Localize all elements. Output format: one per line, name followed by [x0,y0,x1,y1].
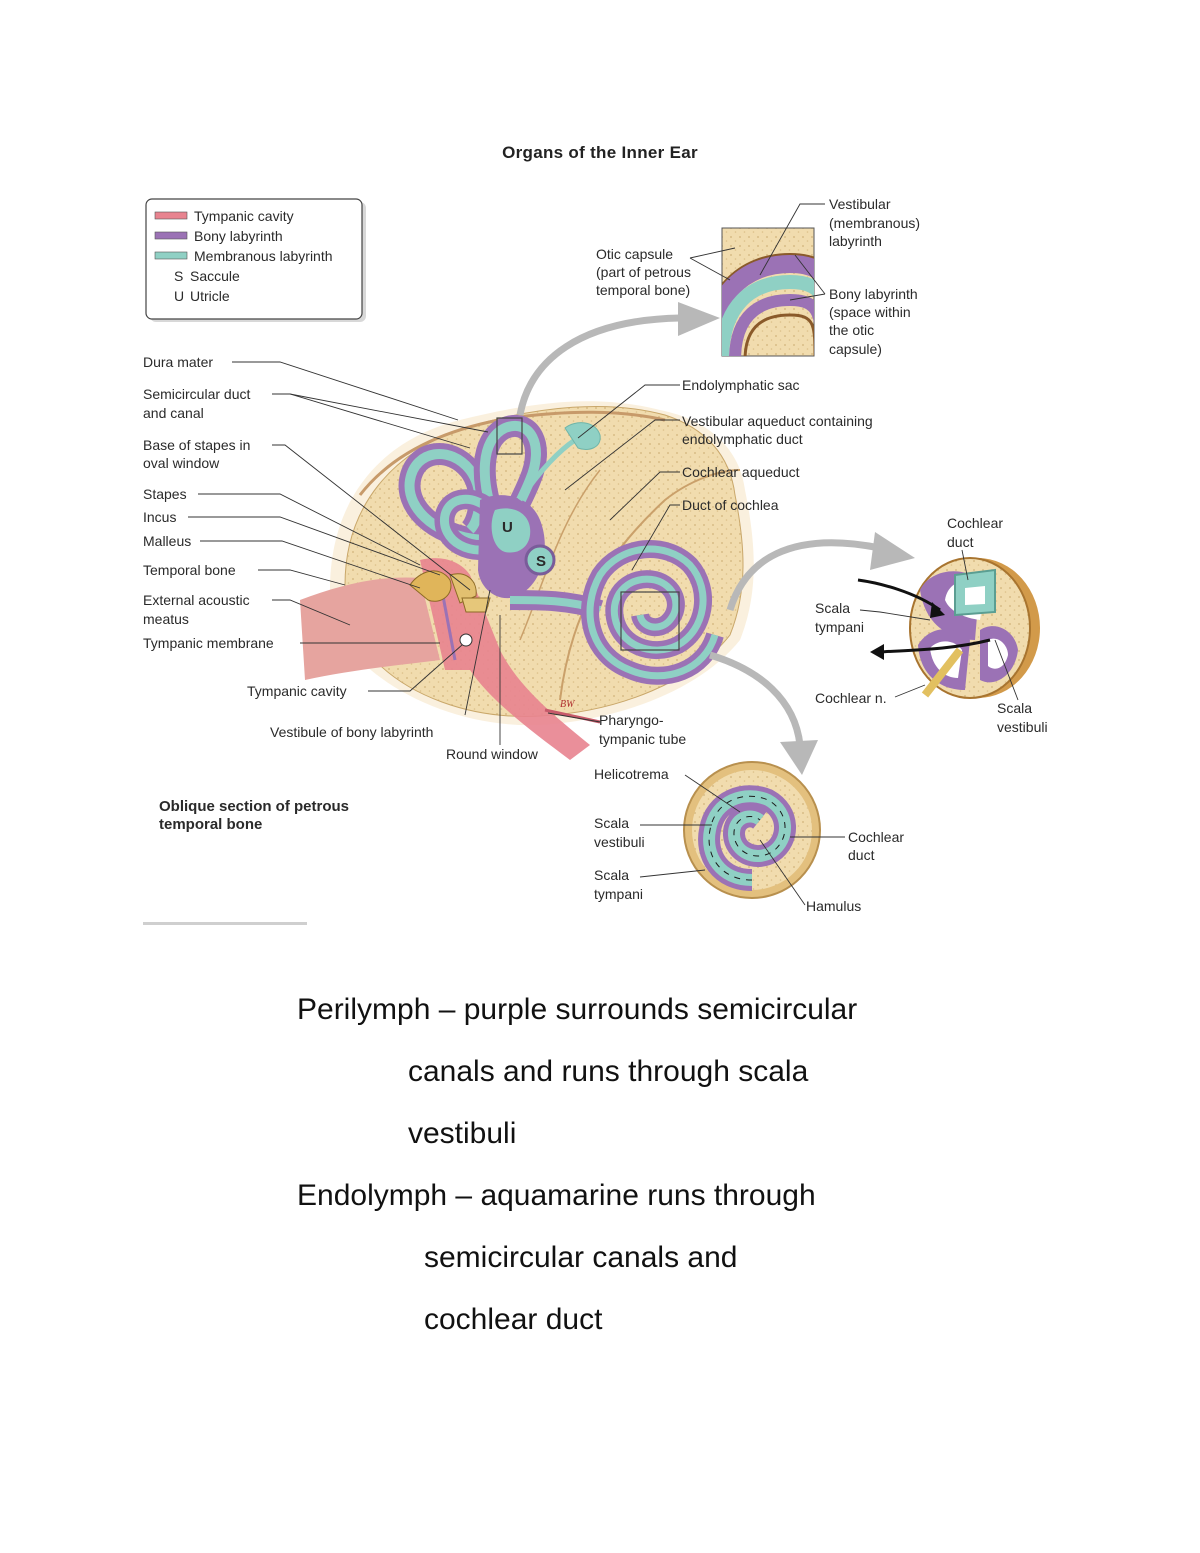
legend-item: Membranous labyrinth [194,248,333,264]
diagram-caption: temporal bone [159,816,262,833]
label-bony-labyrinth: the otic [829,322,874,338]
legend-swatch-bony [154,231,188,240]
label-scala-vestibuli: Scala [997,700,1032,716]
label-temporal-bone: Temporal bone [143,562,236,578]
label-cochlear-duct: duct [947,534,974,550]
label-endolymphatic-sac: Endolymphatic sac [682,377,800,393]
cochlea-spiral-inset [683,761,821,899]
label-bony-labyrinth: Bony labyrinth [829,286,918,302]
label-otic-capsule: Otic capsule [596,246,673,262]
legend: Tympanic cavity Bony labyrinth Membranou… [145,198,366,322]
label-vestibular-labyrinth: (membranous) [829,215,920,231]
label-helicotrema: Helicotrema [594,766,669,782]
label-tympanic-membrane: Tympanic membrane [143,635,274,651]
svg-text:BW: BW [560,699,576,710]
left-labels: Dura mater Semicircular duct and canal B… [143,354,539,762]
callout-arrows [516,302,915,775]
label-scala-tympani: Scala [815,600,850,616]
label-stapes: Stapes [143,486,187,502]
label-bony-labyrinth: (space within [829,304,911,320]
label-semicircular-duct: Semicircular duct [143,386,250,402]
legend-item: Bony labyrinth [194,228,283,244]
label-tympanic-cavity: Tympanic cavity [247,683,347,699]
note-line: vestibuli [408,1117,517,1150]
label-cochlear-duct: duct [848,847,875,863]
note-line: semicircular canals and [424,1241,738,1274]
label-vestibular-aqueduct: endolymphatic duct [682,431,803,447]
inner-ear-diagram: Tympanic cavity Bony labyrinth Membranou… [143,196,1048,925]
label-pharyngotympanic-tube: Pharyngo- [599,712,664,728]
label-vestibular-labyrinth: Vestibular [829,196,891,212]
label-scala-tympani: tympani [594,886,643,902]
cochlea-cross-section [857,557,1040,699]
label-incus: Incus [143,509,176,525]
label-cochlear-aqueduct: Cochlear aqueduct [682,464,800,480]
diagram-caption: Oblique section of petrous [159,798,349,815]
legend-abbrev-key: U [174,288,184,304]
label-scala-tympani: tympani [815,619,864,635]
label-pharyngotympanic-tube: tympanic tube [599,731,686,747]
copyright-line [143,922,307,925]
label-cochlear-duct: Cochlear [848,829,904,845]
label-scala-vestibuli: vestibuli [594,834,645,850]
legend-abbrev-key: S [174,268,183,284]
label-base-of-stapes: Base of stapes in [143,437,250,453]
label-scala-tympani: Scala [594,867,629,883]
label-malleus: Malleus [143,533,191,549]
label-otic-capsule: temporal bone) [596,282,690,298]
leader-lines [188,203,1019,906]
note-perilymph: Perilymph – purple surrounds semicircula… [297,993,858,1026]
label-vestibule: Vestibule of bony labyrinth [270,724,433,740]
label-otic-capsule: (part of petrous [596,264,691,280]
cochlea-spiral [581,540,724,685]
label-semicircular-duct: and canal [143,405,204,421]
note-line: cochlear duct [424,1303,603,1336]
label-vestibular-aqueduct: Vestibular aqueduct containing [682,413,873,429]
label-round-window: Round window [446,746,539,762]
label-external-acoustic-meatus: External acoustic [143,592,250,608]
otic-capsule-inset [721,227,815,357]
petrous-bone-section: BW U S [300,401,754,760]
label-base-of-stapes: oval window [143,455,220,471]
label-bony-labyrinth: capsule) [829,341,882,357]
legend-abbrev-label: Saccule [190,268,240,284]
note-line: canals and runs through scala [408,1055,809,1088]
page-title: Organs of the Inner Ear [502,143,698,162]
legend-swatch-tympanic [154,211,188,220]
label-external-acoustic-meatus: meatus [143,611,189,627]
utricle-marker: U [502,519,513,536]
legend-abbrev-label: Utricle [190,288,230,304]
label-dura-mater: Dura mater [143,354,213,370]
note-endolymph: Endolymph – aquamarine runs through [297,1179,816,1212]
label-cochlear-nerve: Cochlear n. [815,690,887,706]
label-hamulus: Hamulus [806,898,861,914]
legend-swatch-membranous [154,251,188,260]
label-vestibular-labyrinth: labyrinth [829,233,882,249]
saccule-marker: S [536,553,546,570]
label-cochlear-duct: Cochlear [947,515,1003,531]
label-scala-vestibuli: vestibuli [997,719,1048,735]
right-labels: Otic capsule (part of petrous temporal b… [594,196,1048,914]
label-scala-vestibuli: Scala [594,815,629,831]
label-duct-of-cochlea: Duct of cochlea [682,497,779,513]
legend-item: Tympanic cavity [194,208,294,224]
